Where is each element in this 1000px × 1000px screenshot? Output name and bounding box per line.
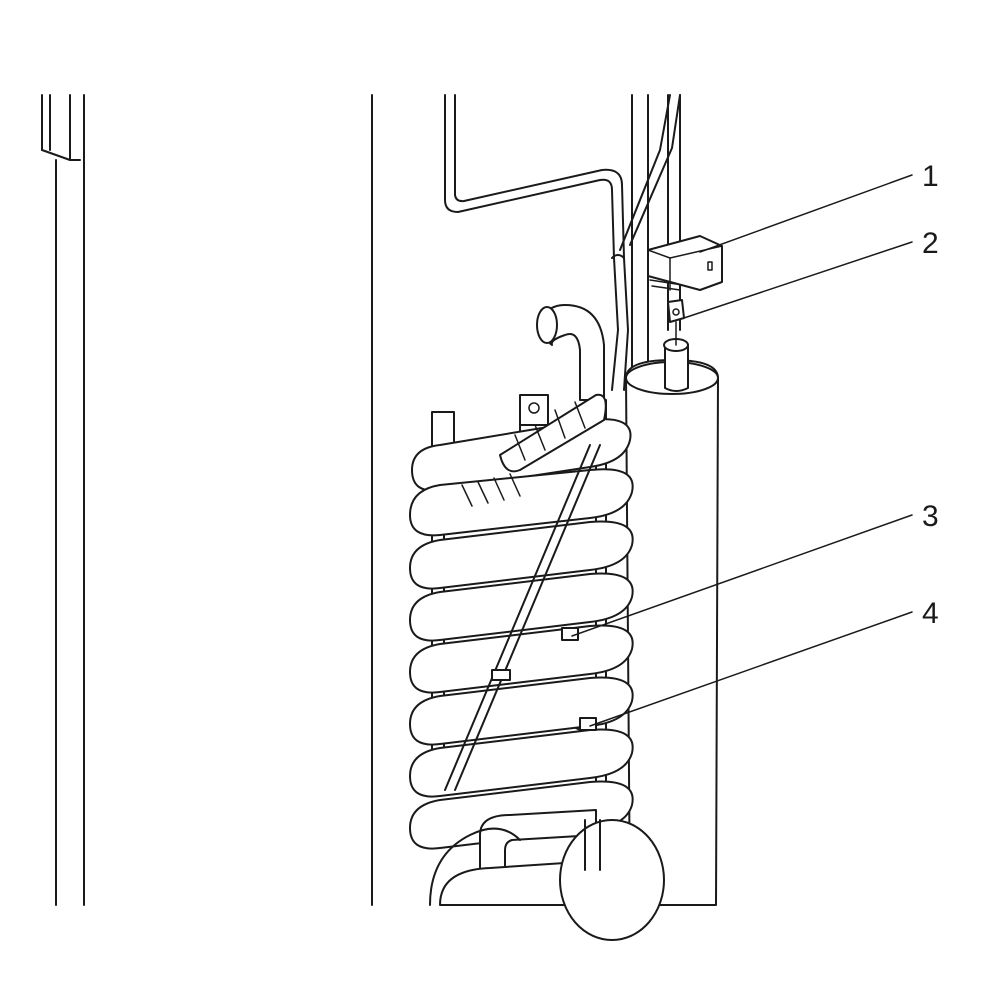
callout-4: 4 xyxy=(922,597,939,630)
left-cabinet-wall xyxy=(41,94,85,906)
callout-3: 3 xyxy=(922,500,939,533)
capillary-tube xyxy=(444,94,681,391)
component-1-bracket xyxy=(647,235,723,291)
bottom-outlet xyxy=(429,809,665,941)
callout-2: 2 xyxy=(922,227,939,260)
component-2-clamp xyxy=(667,299,685,346)
callout-1: 1 xyxy=(922,160,939,193)
dryer-cylinder xyxy=(625,338,719,906)
inlet-elbow-pipe xyxy=(536,304,605,401)
leader-lines xyxy=(571,174,913,727)
callout-labels: 1 2 3 4 xyxy=(922,160,939,630)
evaporator-coil xyxy=(409,393,634,850)
